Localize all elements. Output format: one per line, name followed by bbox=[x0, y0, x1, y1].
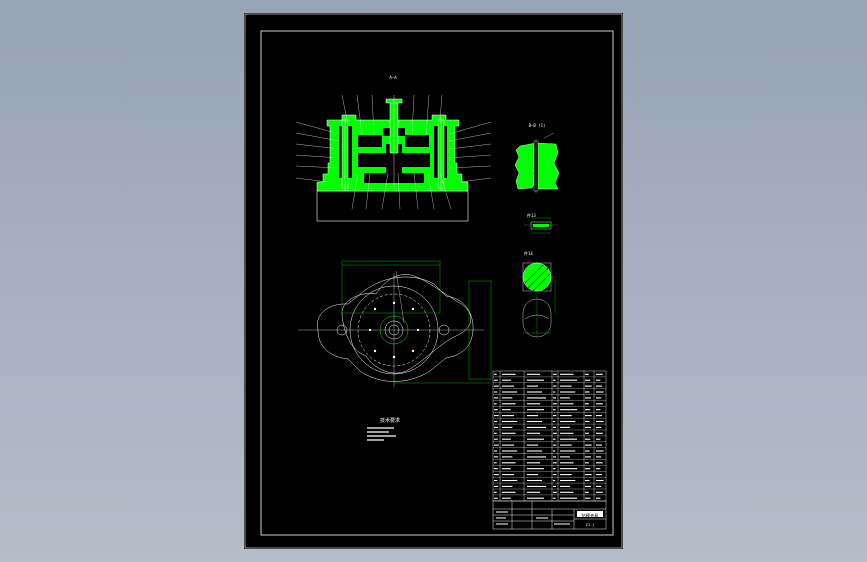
tech-req-title: 技术要求 bbox=[380, 417, 400, 424]
outer-frame bbox=[244, 13, 623, 549]
title-block bbox=[492, 500, 607, 530]
section-b-b-label: B—B (1) bbox=[529, 123, 546, 128]
inner-frame bbox=[260, 30, 614, 536]
leader-lines bbox=[295, 94, 492, 210]
detail-13-label: 件13 bbox=[527, 212, 536, 218]
title-block-name: 钻模夹具 bbox=[582, 512, 600, 519]
detail-14-label: 件14 bbox=[524, 250, 533, 256]
section-view-a-a: A—A bbox=[316, 75, 469, 222]
technical-requirements: 技术要求 bbox=[367, 417, 400, 441]
section-a-a-label: A—A bbox=[389, 75, 397, 80]
cad-drawing: A—A B—B (1) bbox=[244, 13, 623, 549]
part-14-detail: 件14 bbox=[519, 250, 557, 338]
part-13-detail: 件13 bbox=[524, 212, 558, 234]
drawing-sheet: A—A B—B (1) bbox=[244, 13, 623, 549]
plan-view bbox=[298, 260, 492, 387]
title-block-code: ZJ-1 bbox=[586, 523, 595, 527]
parts-list-rows bbox=[493, 373, 606, 499]
detail-view-b-b: B—B (1) bbox=[514, 123, 560, 193]
